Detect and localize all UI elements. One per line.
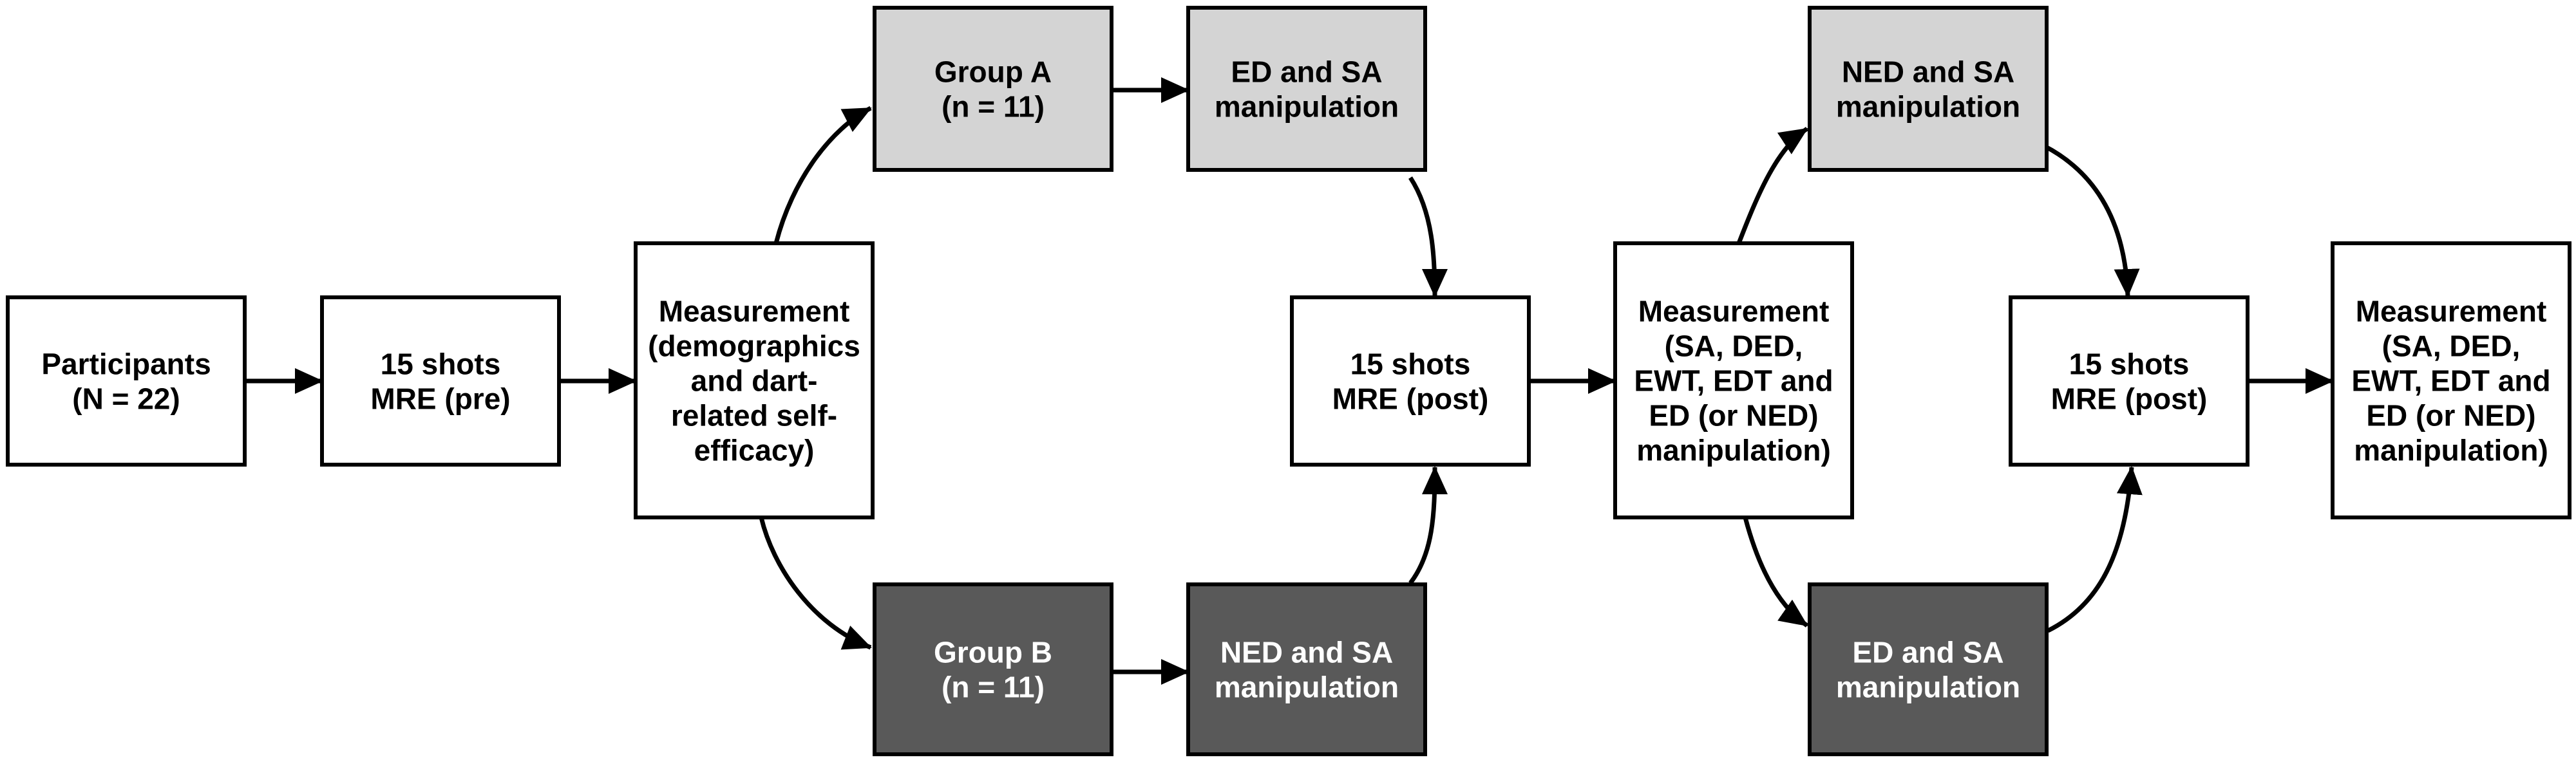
node-label-line: manipulation: [1836, 90, 2020, 124]
arrow-a-manip-2-to-post-test-2: [2034, 139, 2140, 297]
node-box-group-a: [873, 6, 1113, 172]
node-label-line: manipulation: [1215, 671, 1399, 704]
edges-layer: [245, 77, 2334, 685]
node-label-line: (N = 22): [72, 382, 180, 416]
node-label-line: (SA, DED,: [2382, 330, 2521, 363]
node-participants: Participants(N = 22): [6, 295, 247, 467]
node-label-line: EWT, EDT and: [2351, 364, 2550, 398]
node-label-line: manipulation: [1215, 90, 1399, 124]
node-box-measurement-1: [634, 241, 875, 519]
node-label-line: ED (or NED): [1649, 399, 1818, 432]
arrow-b-manip-2-to-post-test-2: [2047, 466, 2143, 633]
node-box-a-manip-2: [1808, 6, 2049, 172]
node-box-measurement-2: [1613, 241, 1854, 519]
node-label-line: Measurement: [1638, 295, 1830, 328]
node-label-line: Measurement: [2356, 295, 2547, 328]
node-label-line: 15 shots: [2069, 348, 2190, 381]
node-label-line: and dart-: [691, 364, 818, 398]
node-label-line: 15 shots: [381, 348, 501, 381]
node-box-b-manip-1: [1186, 582, 1427, 756]
node-label-line: Group A: [934, 55, 1052, 89]
node-box-post-test-2: [2009, 295, 2249, 467]
node-label-line: Group B: [934, 636, 1052, 669]
arrow-measurement-1-to-group-b: [759, 517, 872, 650]
node-label-line: efficacy): [694, 434, 815, 467]
node-label-line: NED and SA: [1220, 636, 1393, 669]
node-label-line: MRE (post): [2051, 382, 2208, 416]
node-box-b-manip-2: [1808, 582, 2049, 756]
node-label-line: MRE (pre): [370, 382, 510, 416]
node-label-line: MRE (post): [1332, 382, 1489, 416]
node-label-line: ED and SA: [1852, 636, 2003, 669]
node-box-group-b: [873, 582, 1113, 756]
node-label-line: Participants: [41, 348, 211, 381]
node-box-participants: [6, 295, 247, 467]
arrow-b-manip-1-to-post-test-1: [1408, 466, 1448, 585]
node-label-line: ED and SA: [1231, 55, 1382, 89]
node-label-line: manipulation): [1636, 434, 1831, 467]
node-label-line: 15 shots: [1350, 348, 1471, 381]
node-box-a-manip-1: [1186, 6, 1427, 172]
node-label-line: (n = 11): [942, 671, 1045, 704]
node-label-line: NED and SA: [1842, 55, 2014, 89]
node-label-line: (demographics: [648, 330, 860, 363]
node-label-line: (n = 11): [942, 90, 1045, 124]
arrow-measurement-2-to-b-manip-2: [1743, 517, 1809, 627]
node-label-line: (SA, DED,: [1665, 330, 1803, 363]
node-group-a: Group A(n = 11): [873, 6, 1113, 172]
node-label-line: manipulation: [1836, 671, 2020, 704]
arrow-measurement-1-to-group-a: [773, 106, 872, 244]
node-label-line: manipulation): [2354, 434, 2548, 467]
arrow-measurement-2-to-a-manip-2: [1736, 127, 1808, 245]
node-label-line: related self-: [671, 399, 837, 432]
node-label-line: EWT, EDT and: [1634, 364, 1833, 398]
node-box-pre-test: [320, 295, 561, 467]
node-box-post-test-1: [1290, 295, 1531, 467]
node-label-line: ED (or NED): [2366, 399, 2535, 432]
node-label-line: Measurement: [659, 295, 850, 328]
arrow-a-manip-1-to-post-test-1: [1408, 176, 1448, 297]
node-box-measurement-3: [2331, 241, 2571, 519]
node-group-b: Group B(n = 11): [873, 582, 1113, 756]
